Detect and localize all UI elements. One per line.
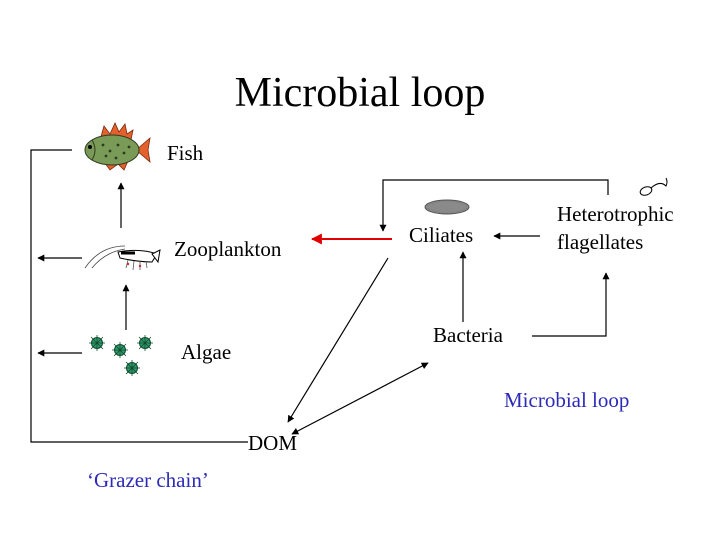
fish-icon <box>84 122 151 171</box>
label-heterotrophic: Heterotrophic <box>557 202 674 226</box>
label-algae: Algae <box>181 340 232 364</box>
arrow-ciliates-to-dom <box>287 257 389 423</box>
label-ciliates: Ciliates <box>409 223 474 247</box>
zooplankton-icon <box>84 245 161 271</box>
algae-icon <box>89 335 153 376</box>
loop-line-flagellates-to-ciliates <box>379 179 609 232</box>
flagellate-icon <box>639 177 668 196</box>
label-zooplankton: Zooplankton <box>174 237 282 261</box>
label-dom: DOM <box>248 431 298 455</box>
caption-microbial-loop: Microbial loop <box>504 388 630 412</box>
label-flagellates: flagellates <box>557 230 644 254</box>
loop-line-dom-to-fish <box>30 149 248 443</box>
label-fish: Fish <box>167 141 204 165</box>
arrow-bacteria-to-flagellates <box>532 272 610 337</box>
arrow-dom-bacteria <box>291 362 429 435</box>
diagram-title: Microbial loop <box>234 70 486 116</box>
label-bacteria: Bacteria <box>433 323 503 347</box>
caption-grazer-chain: ‘Grazer chain’ <box>87 468 209 492</box>
ciliate-icon <box>424 199 470 215</box>
